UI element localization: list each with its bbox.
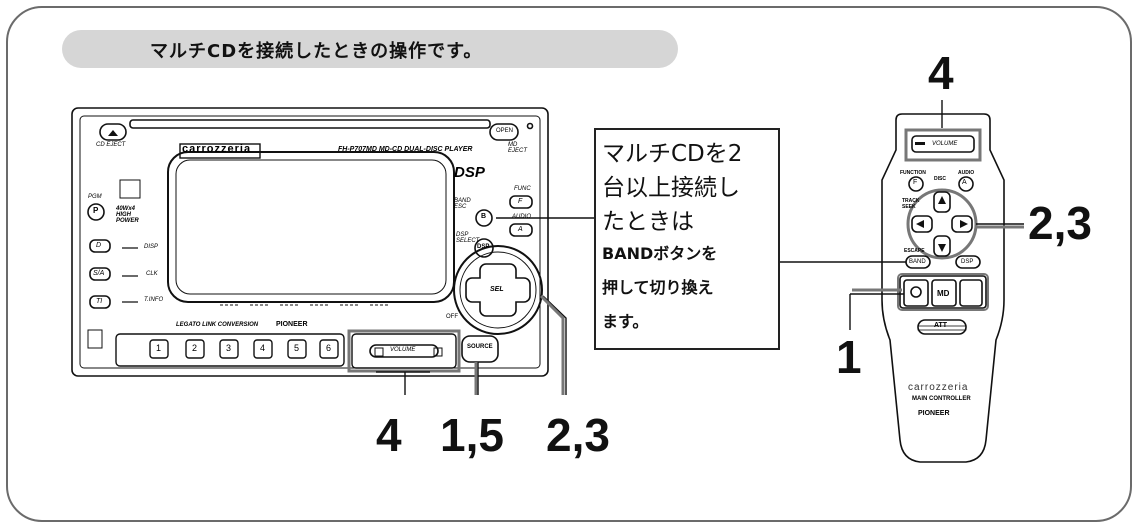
preset-2[interactable]: 2: [192, 343, 198, 353]
remote-volume-label[interactable]: VOLUME: [932, 141, 958, 147]
remote-cd-button: [903, 279, 929, 307]
pgm-label: PGM: [88, 194, 102, 200]
banner-title: マルチCDを接続したときの操作です。: [150, 41, 483, 62]
open-button: [489, 123, 519, 141]
open-label: OPEN: [496, 128, 514, 134]
callout-line-1: マルチCDを2: [602, 141, 743, 167]
remote-dsp-label[interactable]: DSP: [961, 259, 974, 265]
remote-track-seek-label: TRACK SEEK: [902, 198, 920, 210]
ti-key-label[interactable]: TI: [96, 298, 103, 305]
dsp-key: [474, 238, 494, 258]
remote-a-key[interactable]: A: [962, 179, 967, 186]
cd-eject-button: [99, 123, 127, 141]
footer-label: LEGATO LINK CONVERSION: [176, 322, 259, 328]
band-esc-label: BAND ESC: [454, 198, 471, 210]
head-pioneer-logo: PIONEER: [276, 321, 308, 328]
preset-6[interactable]: 6: [326, 343, 332, 353]
step-2-3-remote: 2,3: [1028, 197, 1092, 249]
preset-3[interactable]: 3: [226, 343, 232, 353]
remote-band-label[interactable]: BAND: [909, 259, 926, 265]
step-2-3-sel: 2,3: [546, 409, 610, 461]
ti-key: [89, 295, 111, 309]
off-label: OFF: [446, 314, 458, 320]
sa-key-label[interactable]: S/A: [93, 270, 105, 277]
remote-body: [881, 113, 1005, 463]
remote-escape-label: ESCAPE: [904, 248, 925, 254]
power-label: 40Wx4 HIGH POWER: [116, 206, 139, 224]
cd-eject-label: CD EJECT: [96, 142, 126, 148]
remote-brand-logo: carrozzeria: [908, 382, 969, 393]
volume-label[interactable]: VOLUME: [390, 347, 416, 353]
remote-md-label[interactable]: MD: [937, 289, 950, 298]
step-4-volume: 4: [376, 409, 402, 461]
source-label[interactable]: SOURCE: [467, 344, 493, 350]
step-1-5-source: 1,5: [440, 409, 504, 461]
dsp-select-label: DSP SELECT: [456, 232, 480, 244]
remote-pioneer-logo: PIONEER: [918, 410, 950, 417]
remote-volume-highlight: [904, 128, 982, 162]
callout-line-3: たときは: [602, 209, 694, 235]
disp-label: DISP: [144, 244, 159, 250]
dsp-key-label[interactable]: DSP: [477, 244, 490, 250]
sel-controller: [453, 245, 543, 335]
remote-controller-label: MAIN CONTROLLER: [912, 396, 971, 402]
d-key: [89, 239, 111, 253]
remote-f-key[interactable]: F: [913, 179, 918, 186]
sel-label[interactable]: SEL: [490, 286, 504, 293]
clk-label: CLK: [146, 271, 158, 277]
step-1-remote: 1: [836, 331, 862, 383]
sa-key: [89, 267, 111, 281]
p-key-label[interactable]: P: [93, 206, 99, 215]
remote-audio-label: AUDIO: [958, 170, 975, 176]
head-dsp-label: DSP: [454, 164, 485, 181]
b-key: [475, 209, 493, 227]
title-banner: [62, 30, 678, 68]
head-unit-body: [71, 107, 549, 377]
audio-label: AUDIO: [512, 214, 532, 220]
f-key-label[interactable]: F: [518, 198, 523, 205]
preset-5[interactable]: 5: [294, 343, 300, 353]
head-model-text: FH-P707MD MD-CD DUAL-DISC PLAYER: [338, 146, 473, 153]
a-key: [509, 223, 533, 237]
source-button: [461, 335, 499, 363]
callout-line-6: ます。: [602, 312, 649, 331]
f-key: [509, 195, 533, 209]
display-screen: [167, 151, 455, 303]
outer-frame: [6, 6, 1132, 522]
callout-box: マルチCDを2 台以上接続し たときは BANDボタンを 押して切り換え ます。: [594, 128, 780, 350]
remote-att-label[interactable]: ATT: [934, 322, 948, 329]
callout-line-2: 台以上接続し: [602, 175, 740, 201]
a-key-label[interactable]: A: [518, 226, 523, 233]
preset-4[interactable]: 4: [260, 343, 266, 353]
remote-disc-label: DISC: [934, 176, 946, 182]
callout-line-5: 押して切り換え: [602, 278, 714, 297]
tinfo-label: T.INFO: [144, 297, 164, 303]
step-4-remote: 4: [928, 47, 954, 99]
p-key: [87, 203, 105, 221]
callout-line-4: BANDボタンを: [602, 244, 718, 263]
b-key-label[interactable]: B: [481, 213, 487, 220]
md-eject-label: MD EJECT: [508, 142, 528, 154]
d-key-label[interactable]: D: [96, 242, 102, 249]
preset-1[interactable]: 1: [156, 343, 162, 353]
head-brand-logo: carrozzeria: [182, 143, 252, 155]
func-label: FUNC: [514, 186, 531, 192]
remote-function-label: FUNCTION: [900, 170, 926, 176]
